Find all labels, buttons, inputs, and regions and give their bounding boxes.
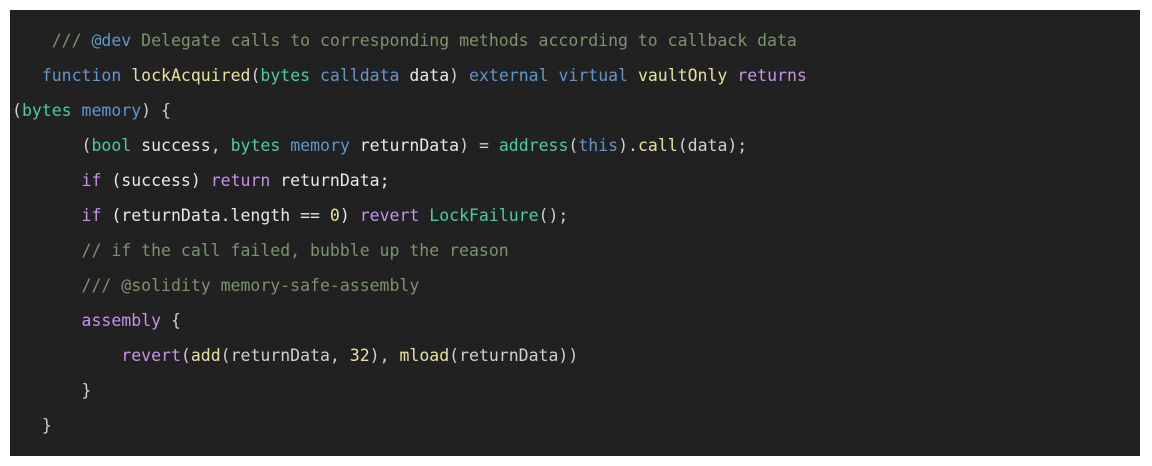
code-block[interactable]: /// @dev Delegate calls to corresponding…: [10, 10, 1140, 443]
code-token-type: bytes: [260, 66, 311, 85]
code-line: /// @dev Delegate calls to corresponding…: [10, 23, 1140, 58]
code-token-plain: [459, 66, 469, 85]
code-line: if (returnData.length == 0) revert LockF…: [10, 198, 1140, 233]
code-token-control: assembly: [81, 311, 162, 330]
code-token-func: add: [190, 346, 221, 365]
code-token-keyword: external: [469, 66, 549, 85]
code-token-plain: [310, 66, 320, 85]
code-token-func: mload: [399, 346, 450, 365]
code-token-punct: ): [449, 66, 460, 85]
code-token-control: revert: [359, 206, 420, 225]
code-token-plain: [72, 101, 82, 120]
code-token-plain: [727, 66, 737, 85]
code-token-plain: [628, 66, 638, 85]
code-token-punct: (data);: [677, 136, 748, 155]
code-token-control: returns: [737, 66, 807, 85]
code-token-plain: data: [399, 66, 450, 85]
code-token-punct: ) {: [141, 101, 171, 120]
code-token-mod: vaultOnly: [637, 66, 728, 85]
code-token-plain: [12, 206, 82, 225]
code-token-type: LockFailure: [429, 206, 539, 225]
code-token-plain: [549, 66, 559, 85]
code-token-plain: success: [131, 136, 211, 155]
code-line: assembly {: [10, 303, 1140, 338]
code-token-plain: [12, 416, 42, 435]
code-token-plain: [12, 381, 82, 400]
code-token-punct: ,: [210, 136, 231, 155]
code-token-type: bool: [91, 136, 132, 155]
code-line: if (success) return returnData;: [10, 163, 1140, 198]
code-token-punct: ),: [369, 346, 400, 365]
code-line: /// @solidity memory-safe-assembly: [10, 268, 1140, 303]
code-token-punct: }: [41, 416, 52, 435]
code-token-plain: [12, 241, 82, 260]
code-token-keyword: virtual: [558, 66, 628, 85]
code-token-control: if: [81, 171, 102, 190]
code-token-plain: [419, 206, 429, 225]
code-token-plain: returnData;: [270, 171, 390, 190]
code-token-punct: ).: [618, 136, 638, 155]
code-token-keyword: calldata: [320, 66, 400, 85]
code-token-punct: (: [81, 136, 92, 155]
code-token-punct: (: [180, 346, 191, 365]
code-token-plain: [12, 276, 82, 295]
code-token-punct: (returnData,: [220, 346, 350, 365]
code-token-punct: (: [250, 66, 261, 85]
code-token-plain: (success): [101, 171, 211, 190]
code-token-natspec: /// @solidity memory-safe-assembly: [81, 276, 420, 295]
code-token-plain: [12, 171, 82, 190]
code-line: }: [10, 373, 1140, 408]
code-line: }: [10, 408, 1140, 443]
code-token-punct: (returnData)): [449, 346, 579, 365]
code-token-keyword: memory: [290, 136, 350, 155]
code-token-control: return: [210, 171, 271, 190]
code-token-punct: }: [81, 381, 92, 400]
code-token-control: if: [81, 206, 102, 225]
code-line: revert(add(returnData, 32), mload(return…: [10, 338, 1140, 373]
code-token-func: call: [637, 136, 678, 155]
code-token-plain: ): [339, 206, 360, 225]
code-token-plain: [12, 136, 82, 155]
code-token-punct: ();: [538, 206, 569, 225]
code-token-comment: Delegate calls to corresponding methods …: [131, 31, 797, 50]
code-token-keyword: function: [41, 66, 122, 85]
code-token-keyword: this: [578, 136, 619, 155]
code-token-type: address: [498, 136, 569, 155]
code-token-plain: [12, 311, 82, 330]
code-token-plain: [280, 136, 290, 155]
code-token-comment: ///: [51, 31, 92, 50]
code-token-plain: [12, 346, 121, 365]
code-snippet-panel: /// @dev Delegate calls to corresponding…: [10, 10, 1140, 456]
code-token-plain: [12, 66, 42, 85]
code-token-number: 0: [329, 206, 340, 225]
code-token-punct: (: [12, 101, 22, 120]
code-token-keyword: memory: [81, 101, 142, 120]
code-line: function lockAcquired(bytes calldata dat…: [10, 58, 1140, 93]
code-token-control: revert: [121, 346, 181, 365]
code-token-tag: @dev: [91, 31, 132, 50]
code-line: (bytes memory) {: [10, 93, 1140, 128]
code-token-plain: (returnData.length ==: [101, 206, 330, 225]
code-token-punct: (: [568, 136, 579, 155]
code-token-number: 32: [349, 346, 370, 365]
code-line: (bool success, bytes memory returnData) …: [10, 128, 1140, 163]
code-token-type: bytes: [21, 101, 72, 120]
code-token-type: bytes: [230, 136, 281, 155]
code-token-comment: // if the call failed, bubble up the rea…: [81, 241, 509, 260]
code-token-punct: {: [161, 311, 181, 330]
code-line: // if the call failed, bubble up the rea…: [10, 233, 1140, 268]
code-token-plain: [12, 31, 52, 50]
code-token-func: lockAcquired: [131, 66, 251, 85]
code-token-plain: [121, 66, 131, 85]
code-token-plain: returnData: [349, 136, 460, 155]
code-token-punct: ) =: [459, 136, 499, 155]
